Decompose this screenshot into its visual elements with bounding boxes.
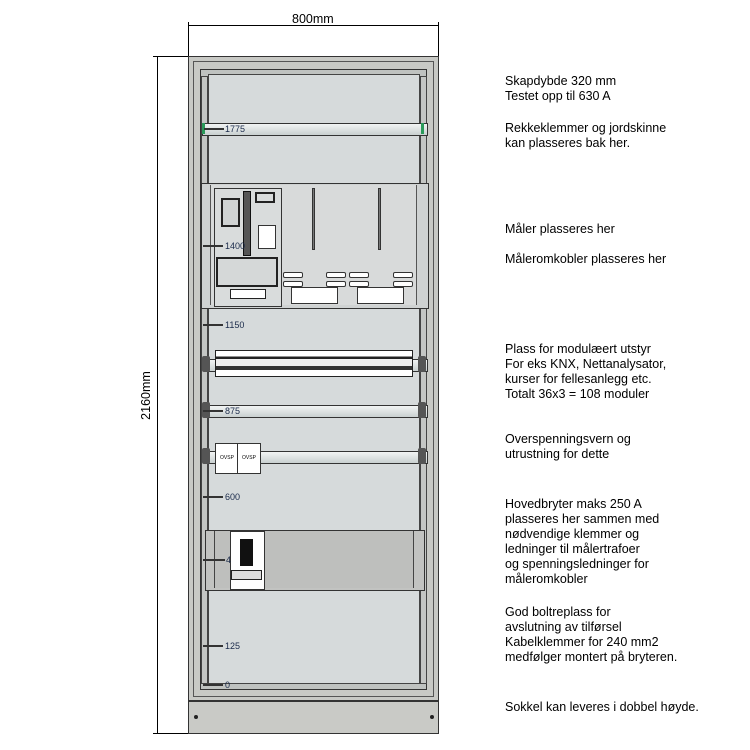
height-mark-600: 600	[225, 492, 241, 502]
mark-tick	[203, 245, 223, 247]
height-dimension-line	[157, 57, 158, 733]
main-breaker-base	[231, 570, 262, 580]
meter-window	[221, 198, 240, 227]
rail-clip	[202, 356, 210, 372]
mark-tick	[203, 559, 225, 561]
meter-slot	[255, 192, 275, 203]
rail-end-green	[202, 123, 205, 134]
width-dimension-line	[188, 25, 439, 26]
slot	[326, 272, 346, 278]
rail-clip	[418, 448, 426, 464]
switch-slot	[378, 188, 381, 250]
height-mark-0: 0	[225, 680, 231, 690]
note-meter-switch: Måleromkobler plasseres her	[505, 252, 667, 266]
slot	[349, 281, 369, 287]
mark-tick	[203, 410, 223, 412]
mark-tick	[203, 645, 223, 647]
width-ext-left	[188, 22, 189, 58]
surge-label: OVSP	[242, 455, 256, 461]
mark-tick	[203, 324, 223, 326]
cabinet-inner-frame	[193, 61, 434, 697]
slot	[393, 272, 413, 278]
back-panel	[208, 74, 420, 684]
height-mark-1150: 1150	[225, 320, 245, 330]
rail-left	[201, 76, 208, 684]
meter-bar	[243, 191, 251, 256]
height-ext-bottom	[153, 733, 189, 734]
rail-clip	[202, 448, 210, 464]
mark-tick	[203, 684, 223, 686]
modular-devices-row	[215, 350, 413, 377]
meter-terminal-block	[216, 257, 278, 287]
mark-tick	[204, 128, 224, 130]
height-mark-125: 125	[225, 641, 241, 651]
height-mark-875: 875	[225, 406, 241, 416]
height-label: 2160mm	[138, 371, 153, 420]
height-mark-1775: 1775	[225, 124, 246, 134]
test-terminal	[258, 225, 276, 249]
switch-cutout	[291, 287, 338, 304]
note-sokkel: Sokkel kan leveres i dobbel høyde.	[505, 700, 699, 714]
switch-slot	[312, 188, 315, 250]
rail-end-green	[421, 123, 424, 134]
main-breaker-handle	[240, 539, 253, 566]
slot	[393, 281, 413, 287]
meter-terminal-strip	[230, 289, 266, 299]
width-ext-right	[438, 22, 439, 58]
screw-icon	[430, 715, 434, 719]
slot	[283, 281, 303, 287]
height-mark-1400: 1400	[225, 241, 246, 251]
height-ext-top	[153, 56, 189, 57]
width-label: 800mm	[292, 12, 334, 26]
screw-icon	[194, 715, 198, 719]
switch-cutout	[357, 287, 404, 304]
sokkel	[188, 701, 439, 734]
modular-device	[403, 351, 412, 376]
rail-clip	[418, 402, 426, 418]
surge-label: OVSP	[220, 455, 234, 461]
mark-tick	[203, 496, 223, 498]
surge-protector: OVSP	[215, 443, 239, 474]
slot	[326, 281, 346, 287]
slot	[349, 272, 369, 278]
note-meter: Måler plasseres her	[505, 222, 615, 236]
height-mark-4: 4	[226, 555, 232, 565]
rail-clip	[418, 356, 426, 372]
surge-protector: OVSP	[237, 443, 261, 474]
rail-right	[420, 76, 427, 684]
slot	[283, 272, 303, 278]
